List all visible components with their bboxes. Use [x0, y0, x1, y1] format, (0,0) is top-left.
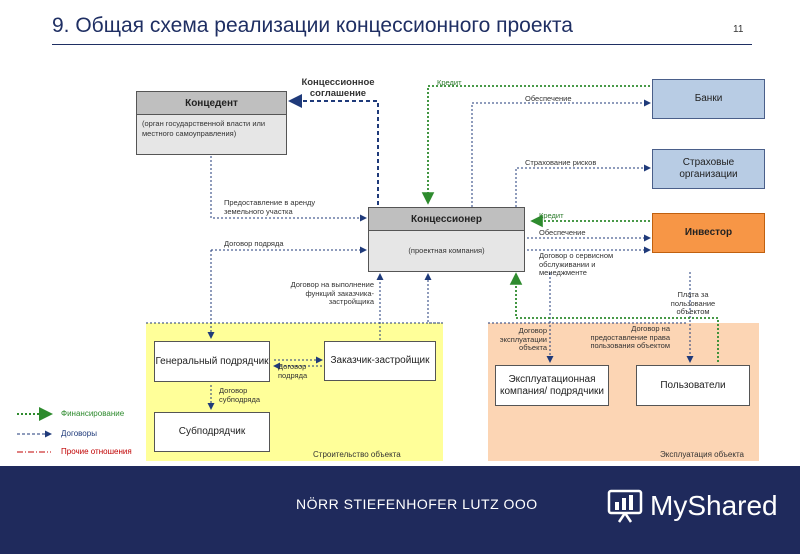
users-box: Пользователи: [636, 365, 750, 406]
footer-brand: MyShared: [650, 490, 778, 521]
concessioner-title: Концессионер: [368, 207, 525, 231]
footer-company: NÖRR STIEFENHOFER LUTZ ООО: [296, 496, 538, 512]
banks-box: Банки: [652, 79, 765, 119]
security-investor-label: Обеспечение: [539, 228, 586, 237]
concessioner-subtitle: (проектная компания): [368, 231, 525, 272]
footer-bar: [0, 466, 800, 554]
subcontract-label: Договор субподряда: [219, 386, 261, 404]
legend-contracts-label: Договоры: [61, 429, 97, 438]
concedent-subtitle: (орган государственной власти или местно…: [136, 115, 287, 155]
customer-developer-box: Заказчик-застройщик: [324, 341, 436, 381]
service-contract-label: Договор о сервисном обслуживании и менед…: [539, 251, 614, 278]
contract-between-label: Договор подряда: [278, 362, 308, 380]
risk-insurance-line: [515, 164, 651, 215]
general-contractor-box: Генеральный подрядчик: [154, 341, 270, 382]
usage-fee-line: [509, 272, 719, 362]
operation-contract-label: Договор эксплуатации объекта: [499, 326, 547, 353]
page-number: 11: [733, 24, 744, 35]
lease-line: [210, 156, 367, 222]
legend-financing-label: Финансирование: [61, 409, 125, 418]
legend-other-label: Прочие отношения: [61, 447, 132, 456]
usage-right-contract-label: Договор на предоставление права пользова…: [590, 324, 670, 351]
slide-title: 9. Общая схема реализации концессионного…: [52, 14, 573, 37]
connector-lines: [17, 85, 719, 453]
customer-functions-label: Договор на выполнение функций заказчика-…: [290, 280, 374, 307]
concession-agreement-label: Концессионное соглашение: [301, 77, 375, 100]
security-banks-line: [471, 99, 651, 215]
contract-agreement-label: Договор подряда: [224, 239, 284, 248]
subcontractor-box: Субподрядчик: [154, 412, 270, 452]
concedent-title: Концедент: [136, 91, 287, 115]
construction-zone-label: Строительство объекта: [313, 450, 401, 459]
concession-agreement-line: [288, 94, 379, 205]
security-banks-label: Обеспечение: [525, 94, 572, 103]
operation-zone-label: Эксплуатация объекта: [660, 450, 744, 459]
credit-investor-label: Кредит: [539, 211, 564, 220]
usage-fee-label: Плата за пользование объектом: [670, 290, 716, 317]
investor-box: Инвестор: [652, 213, 765, 253]
operator-box: Эксплуатационная компания/ подрядчики: [495, 365, 609, 406]
return-line-left: [424, 273, 443, 324]
insurance-box: Страховые организации: [652, 149, 765, 189]
title-underline: [52, 44, 752, 45]
presentation-icon: [607, 489, 643, 523]
land-lease-label: Предоставление в аренду земельного участ…: [224, 198, 316, 216]
credit-banks-label: Кредит: [437, 78, 462, 87]
risk-insurance-label: Страхование рисков: [525, 158, 597, 167]
credit-banks-line: [421, 85, 650, 205]
